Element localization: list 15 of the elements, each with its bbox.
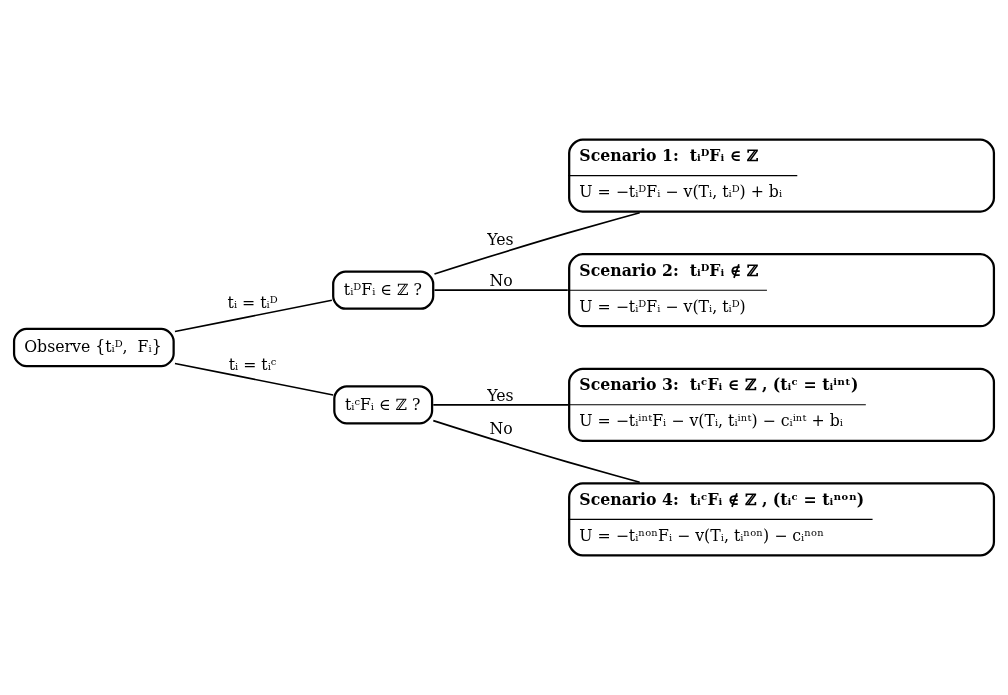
edge-label: No (489, 270, 513, 290)
node-box: Observe {tᵢᴰ, Fᵢ} (12, 327, 175, 368)
connector (433, 211, 641, 275)
connector (174, 299, 333, 333)
edge-label: Yes (487, 230, 514, 250)
node-box: tᵢᶜFᵢ ∈ ℤ ? (333, 385, 434, 425)
node-box: tᵢᴰFᵢ ∈ ℤ ? (332, 270, 435, 310)
connector (432, 419, 641, 484)
connector (432, 403, 569, 406)
edge-label: tᵢ = tᵢᶜ (228, 355, 277, 375)
edge-label: Yes (487, 385, 514, 405)
edge-label: tᵢ = tᵢᴰ (227, 293, 278, 313)
connector (174, 362, 334, 396)
edge-label: No (489, 419, 513, 439)
connector (433, 289, 569, 292)
